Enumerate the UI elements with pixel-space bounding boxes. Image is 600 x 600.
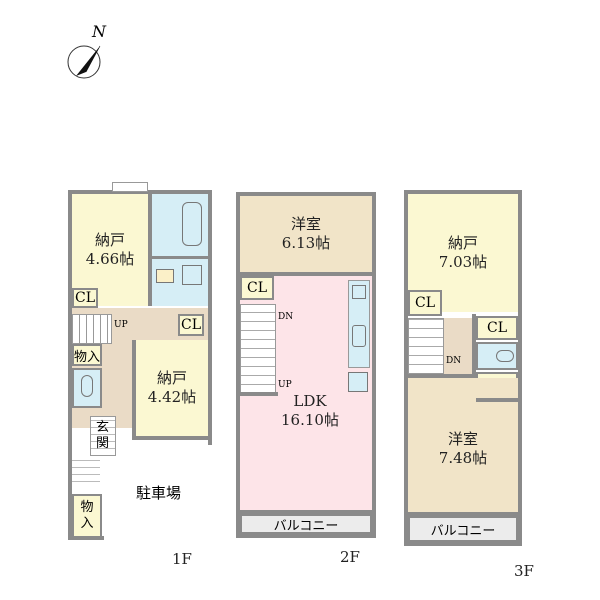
washroom — [152, 259, 208, 306]
floor-2f: 洋室 6.13帖 CL LDK 16.10帖 DN UP バルコニー — [236, 192, 376, 538]
closet-cl-1: CL — [72, 288, 98, 308]
balcony-3f: バルコニー — [408, 516, 518, 542]
toilet-3f — [476, 342, 518, 370]
stairs-2f — [240, 304, 276, 394]
north-compass-icon — [62, 28, 116, 82]
stove-icon — [352, 285, 366, 299]
stairs-3f — [408, 318, 444, 374]
closet-monoire-1: 物入 — [72, 344, 102, 366]
ldk-label: LDK 16.10帖 — [281, 392, 339, 429]
floor-3f: 納戸 7.03帖 CL DN CL CL 洋室 7.48帖 バルコニー — [404, 190, 522, 546]
toilet-1f — [72, 368, 102, 408]
washing-machine-icon — [156, 269, 174, 283]
stairs-1f — [72, 314, 112, 344]
fridge-icon — [348, 372, 368, 392]
floor-1f: 納戸 4.66帖 CL UP CL 物入 納戸 4. — [68, 182, 212, 540]
closet-cl-2f: CL — [240, 276, 274, 300]
closet-cl-3f-1: CL — [408, 290, 442, 316]
floor-label-2f: 2F — [340, 548, 360, 566]
entrance — [90, 416, 116, 456]
bathtub-icon — [182, 202, 202, 246]
closet-cl-3f-2: CL — [476, 316, 518, 340]
parking-label: 駐車場 — [136, 484, 182, 502]
compass-north-label: N — [92, 22, 106, 41]
toilet-icon — [81, 375, 93, 397]
entrance-label: 玄 関 — [96, 420, 110, 451]
bathroom — [152, 194, 208, 256]
western-room-2f: 洋室 6.13帖 — [240, 196, 372, 272]
toilet-icon-3f — [496, 350, 514, 362]
closet-cl-2: CL — [178, 314, 204, 336]
stair-dn-label-3f: DN — [446, 356, 462, 366]
stair-up-label: UP — [114, 320, 128, 330]
western-room-3f-label: 洋室 7.48帖 — [438, 430, 488, 467]
hallway-3f — [444, 318, 474, 374]
storage-room-1: 納戸 4.66帖 — [72, 194, 148, 306]
stair-up-label-2f: UP — [278, 380, 292, 390]
sink-icon — [182, 265, 202, 285]
kitchen-counter — [348, 280, 370, 368]
stair-dn-label: DN — [278, 312, 294, 322]
closet-monoire-2: 物 入 — [72, 494, 102, 538]
floor-label-3f: 3F — [514, 562, 534, 580]
balcony-2f: バルコニー — [240, 514, 372, 534]
kitchen-sink-icon — [352, 325, 366, 347]
floor-label-1f: 1F — [172, 550, 192, 568]
storage-room-2: 納戸 4.42帖 — [136, 340, 208, 436]
